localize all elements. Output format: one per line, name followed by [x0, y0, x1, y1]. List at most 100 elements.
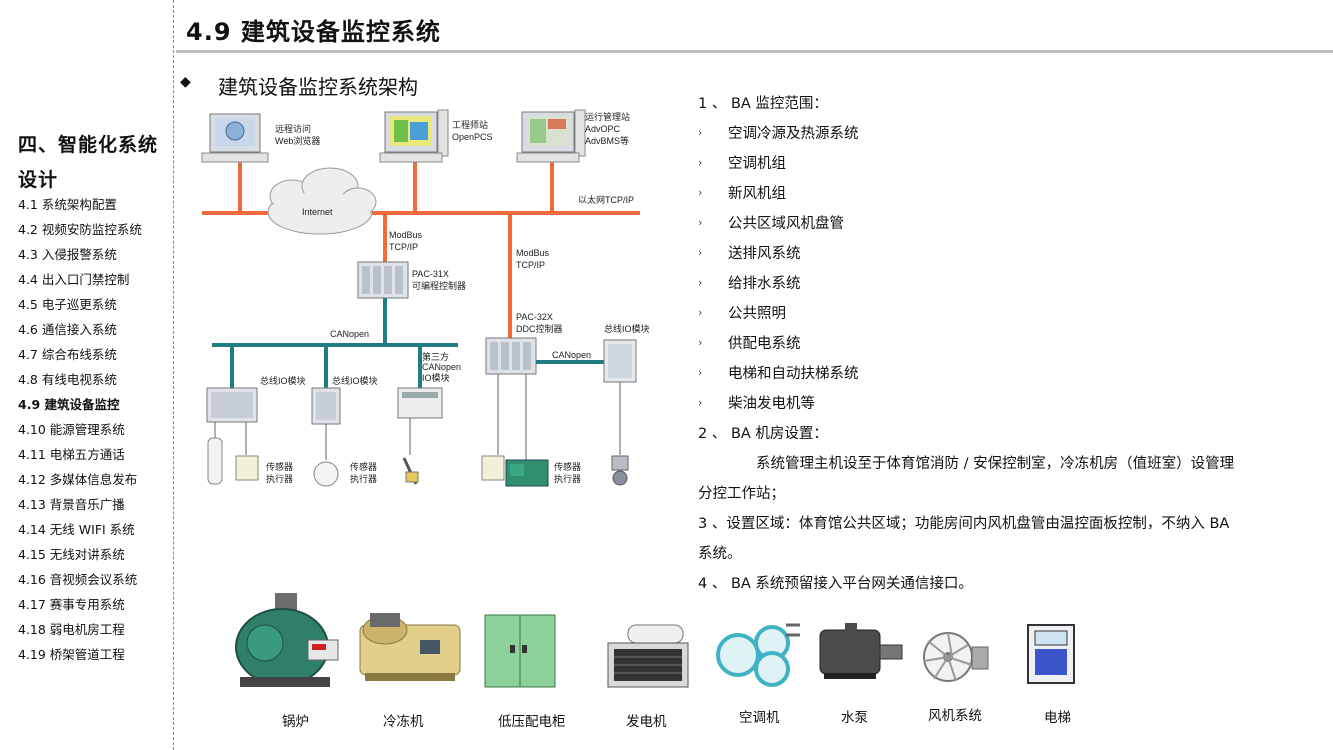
- sidebar-item-4-8[interactable]: 4.8 有线电视系统: [18, 372, 117, 387]
- sidebar-item-4-2[interactable]: 4.2 视频安防监控系统: [18, 222, 142, 237]
- valve-icon: [611, 455, 629, 486]
- sidebar: 四、智能化系统 设计 4.1 系统架构配置 4.2 视频安防监控系统 4.3 入…: [0, 0, 175, 750]
- equipment-label-aircon: 空调机: [739, 710, 780, 726]
- sidebar-item-4-18[interactable]: 4.18 弱电机房工程: [18, 622, 125, 637]
- sensor3-label-2: 执行器: [554, 473, 581, 484]
- pac31-label-2: 可编程控制器: [412, 280, 466, 291]
- io4-label: 总线IO模块: [604, 323, 650, 334]
- io3-label-3: IO模块: [422, 372, 450, 383]
- equipment-icons: [235, 593, 1075, 688]
- modbus2-label-2: TCP/IP: [516, 260, 545, 270]
- bullet-arrow-icon: ›: [698, 186, 703, 199]
- sidebar-item-4-13[interactable]: 4.13 背景音乐广播: [18, 497, 125, 512]
- pc1-label-2: Web浏览器: [275, 135, 320, 146]
- pac31-label-1: PAC-31X: [412, 269, 449, 279]
- bullet-arrow-icon: ›: [698, 396, 703, 409]
- pac32-label-1: PAC-32X: [516, 312, 553, 322]
- io3-label-1: 第三方: [422, 351, 449, 362]
- modbus1-label-2: TCP/IP: [389, 242, 418, 252]
- generator-set-icon: [505, 459, 549, 487]
- pc1-label-1: 远程访问: [275, 123, 311, 134]
- bullet-arrow-icon: ›: [698, 126, 703, 139]
- equipment-row: 锅炉 冷冻机 低压配电柜 发电机 空调机 水泵 风机系统 电梯: [220, 585, 1320, 745]
- sidebar-item-4-14[interactable]: 4.14 无线 WIFI 系统: [18, 522, 135, 537]
- internet-cloud-icon: [267, 167, 377, 235]
- scope-item: 给排水系统: [728, 276, 801, 292]
- sidebar-item-4-9[interactable]: 4.9 建筑设备监控: [18, 397, 120, 412]
- pc2-label-2: OpenPCS: [452, 132, 493, 142]
- sidebar-item-4-11[interactable]: 4.11 电梯五方通话: [18, 447, 125, 462]
- pac32-label-2: DDC控制器: [516, 323, 563, 334]
- sensor1-label-1: 传感器: [266, 461, 293, 472]
- sidebar-item-4-5[interactable]: 4.5 电子巡更系统: [18, 297, 117, 312]
- bullet-arrow-icon: ›: [698, 216, 703, 229]
- sidebar-item-4-15[interactable]: 4.15 无线对讲系统: [18, 547, 125, 562]
- canopen1-label: CANopen: [330, 329, 369, 339]
- sidebar-divider: [173, 0, 174, 750]
- sidebar-item-4-16[interactable]: 4.16 音视频会议系统: [18, 572, 138, 587]
- sidebar-item-4-6[interactable]: 4.6 通信接入系统: [18, 322, 117, 337]
- scope-item: 新风机组: [728, 186, 786, 202]
- ba-room-heading: 2 、 BA 机房设置：: [698, 426, 828, 442]
- sidebar-item-4-7[interactable]: 4.7 综合布线系统: [18, 347, 117, 362]
- third-party-io-icon: [397, 387, 443, 419]
- architecture-diagram: 以太网TCP/IP Internet 远程访问 Web浏览器 工程师站 Open…: [201, 109, 650, 487]
- sensor2-label-1: 传感器: [350, 461, 377, 472]
- title-rule: [176, 50, 1333, 53]
- equipment-label-boiler: 锅炉: [282, 714, 309, 730]
- chiller-icon: [359, 613, 461, 681]
- pac31-controller-icon: [357, 261, 409, 299]
- engineer-pc-icon: [379, 109, 449, 163]
- water-pump-icon: [819, 623, 903, 679]
- bullet-arrow-icon: ›: [698, 246, 703, 259]
- low-voltage-cabinet-icon: [484, 614, 556, 688]
- equipment-label-elevator: 电梯: [1044, 710, 1071, 726]
- scope-item: 公共区域风机盘管: [728, 216, 844, 232]
- ba-room-text: 系统管理主机设至于体育馆消防 / 安保控制室，冷冻机房（值班室）设管理: [756, 456, 1235, 472]
- canopen-bus-1: [212, 298, 458, 388]
- page-title: 4.9 建筑设备监控系统: [186, 18, 441, 46]
- pc3-label-3: AdvBMS等: [585, 135, 629, 146]
- air-conditioner-icon: [716, 623, 800, 687]
- canopen2-label: CANopen: [552, 350, 591, 360]
- equipment-label-chiller: 冷冻机: [383, 714, 424, 730]
- bullet-arrow-icon: ›: [698, 336, 703, 349]
- scope-item: 柴油发电机等: [728, 396, 815, 412]
- scope-item: 空调机组: [728, 156, 786, 172]
- ba-area-text-cont: 系统。: [698, 546, 742, 562]
- fan-system-icon: [923, 632, 989, 682]
- io-module-1-icon: [206, 387, 258, 423]
- sidebar-item-4-10[interactable]: 4.10 能源管理系统: [18, 422, 125, 437]
- ba-room-text-cont: 分控工作站；: [698, 486, 785, 502]
- io2-label: 总线IO模块: [332, 375, 378, 386]
- pc3-label-1: 运行管理站: [585, 111, 630, 122]
- ba-area-text: 3 、设置区域：体育馆公共区域；功能房间内风机盘管由温控面板控制，不纳入 BA: [698, 516, 1230, 532]
- io3-label-2: CANopen: [422, 362, 461, 372]
- smoke-detector-icon: [313, 461, 339, 487]
- ba-interface-text: 4 、 BA 系统预留接入平台网关通信接口。: [698, 576, 973, 592]
- sidebar-item-4-1[interactable]: 4.1 系统架构配置: [18, 197, 117, 212]
- io-module-2-icon: [311, 387, 341, 425]
- scope-item: 供配电系统: [728, 336, 801, 352]
- bullet-arrow-icon: ›: [698, 306, 703, 319]
- sidebar-item-4-19[interactable]: 4.19 桥架管道工程: [18, 647, 125, 662]
- scope-item: 公共照明: [728, 306, 786, 322]
- modbus2-label-1: ModBus: [516, 248, 550, 258]
- remote-pc-icon: [201, 113, 269, 163]
- io1-label: 总线IO模块: [260, 375, 306, 386]
- sidebar-heading: 四、智能化系统 设计: [18, 134, 159, 191]
- section-title: 建筑设备监控系统架构: [218, 75, 418, 99]
- thermostat-2-icon: [481, 455, 505, 481]
- sidebar-item-4-17[interactable]: 4.17 赛事专用系统: [18, 597, 125, 612]
- sidebar-item-4-3[interactable]: 4.3 入侵报警系统: [18, 247, 117, 262]
- scope-item: 电梯和自动扶梯系统: [728, 366, 859, 382]
- sidebar-item-4-4[interactable]: 4.4 出入口门禁控制: [18, 272, 130, 287]
- internet-label: Internet: [302, 207, 333, 217]
- sensor-wiring: [214, 374, 621, 460]
- pc2-label-1: 工程师站: [452, 119, 488, 130]
- pac32-ddc-controller-icon: [485, 337, 537, 375]
- ethernet-network: [202, 162, 640, 338]
- boiler-icon: [235, 593, 339, 687]
- sidebar-item-4-12[interactable]: 4.12 多媒体信息发布: [18, 472, 138, 487]
- bullet-arrow-icon: ›: [698, 156, 703, 169]
